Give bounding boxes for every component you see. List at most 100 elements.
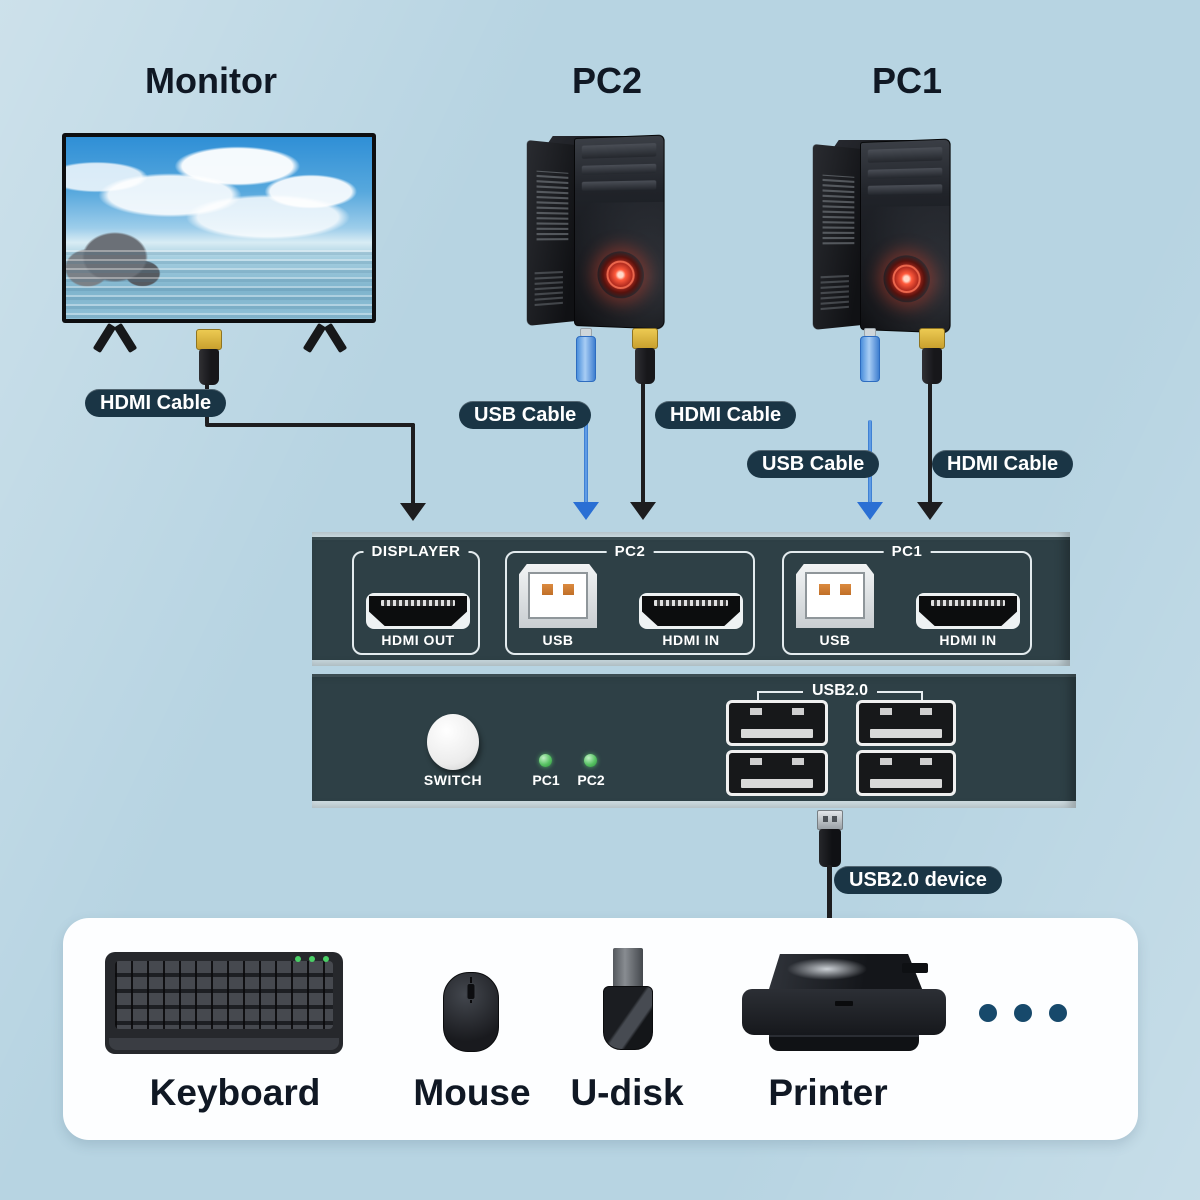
- hdmi-connector-icon: [631, 328, 659, 384]
- arrow-down-icon: [400, 503, 426, 521]
- displayer-group-title: DISPLAYER: [363, 543, 469, 560]
- monitor-illustration: [62, 133, 376, 323]
- pc1-usb-cable-label: USB Cable: [747, 450, 880, 478]
- usb-b-connector-icon: [574, 328, 598, 382]
- usb-b-pins: [541, 584, 575, 595]
- kvm-rear-panel: DISPLAYER HDMI OUT PC2 USB HDMI IN PC1 U…: [312, 532, 1070, 666]
- hdmi-port-pins: [931, 600, 1005, 606]
- usb-a-port: [726, 700, 828, 746]
- usb-b-opening: [528, 572, 588, 619]
- hdmi-plug-body: [199, 349, 219, 385]
- usb-plug-body: [860, 336, 880, 382]
- usb2-port-stack-right: [856, 700, 956, 796]
- printer-lid: [767, 954, 925, 994]
- switch-button: [427, 714, 479, 770]
- arrow-down-icon: [630, 502, 656, 520]
- monitor-left-foot: [92, 323, 138, 351]
- pc1-title: PC1: [871, 60, 943, 101]
- printer-body: [742, 963, 946, 1035]
- drive-bay: [867, 147, 943, 163]
- printer-tray: [769, 1035, 919, 1051]
- pc2-hdmi-cable-segment: [641, 382, 645, 504]
- usb2-bracket-line: [877, 691, 923, 693]
- hdmi-plug-body: [922, 348, 942, 384]
- keyboard-illustration: [105, 952, 343, 1054]
- pc1-hdmi-in-label: HDMI IN: [939, 632, 997, 648]
- mouse-illustration: [443, 972, 499, 1052]
- usb2-device-label: USB2.0 device: [834, 866, 1002, 894]
- pc2-usb-cable-segment: [584, 420, 588, 504]
- pc1-hdmi-cable-segment: [928, 382, 932, 504]
- usb2-bracket-line: [757, 691, 803, 693]
- printer-illustration: [742, 954, 946, 1058]
- keyboard-keys: [115, 961, 333, 1029]
- pc2-usb-b-port: [519, 564, 597, 628]
- keyboard-label: Keyboard: [149, 1072, 321, 1113]
- usb-a-connector-body: [819, 829, 841, 867]
- pc2-tower-illustration: [522, 134, 672, 330]
- pc1-port-group: PC1 USB HDMI IN: [782, 543, 1032, 655]
- hdmi-connector-icon: [195, 329, 223, 385]
- pc1-tower-illustration: [808, 138, 958, 334]
- pc2-led-icon: [584, 754, 597, 767]
- usb-a-connector-icon: [817, 810, 843, 830]
- hdmi-plug-tip: [196, 329, 222, 350]
- usb-device-cable-segment: [827, 865, 832, 920]
- pc-tower-front: [860, 138, 951, 334]
- pc2-title: PC2: [571, 60, 643, 101]
- usb2-bracket-tick: [757, 691, 759, 700]
- monitor-screen-sea: [66, 249, 372, 319]
- usb-b-opening: [805, 572, 865, 619]
- hdmi-connector-icon: [918, 328, 946, 384]
- udisk-connector: [613, 948, 643, 988]
- more-devices-dots-icon: [979, 1004, 997, 1022]
- arrow-down-icon: [917, 502, 943, 520]
- udisk-label: U-disk: [570, 1072, 684, 1113]
- monitor-hdmi-cable-segment: [205, 423, 415, 427]
- usb2-port-stack-left: [726, 700, 828, 796]
- pc2-hdmi-in-port: [639, 593, 743, 629]
- monitor-right-foot: [302, 323, 348, 351]
- hdmi-out-port: [366, 593, 470, 629]
- usb-b-pins: [818, 584, 852, 595]
- usb-b-connector-icon: [858, 328, 882, 382]
- printer-label: Printer: [768, 1072, 888, 1113]
- pc2-hdmi-in-label: HDMI IN: [662, 632, 720, 648]
- pc1-group-title: PC1: [883, 543, 931, 560]
- hdmi-port-opening: [369, 596, 467, 626]
- hdmi-out-label: HDMI OUT: [381, 632, 455, 648]
- hdmi-port-pins: [654, 600, 728, 606]
- pc2-usb-cable-label: USB Cable: [459, 401, 592, 429]
- monitor-title: Monitor: [145, 60, 277, 101]
- pc1-hdmi-cable-label: HDMI Cable: [932, 450, 1074, 478]
- pc1-led-icon: [539, 754, 552, 767]
- mouse-label: Mouse: [413, 1072, 531, 1113]
- keyboard-led-icons: [323, 956, 329, 962]
- drive-bay: [581, 143, 657, 159]
- hdmi-plug-tip: [632, 328, 658, 349]
- monitor-screen: [66, 137, 372, 319]
- arrow-down-icon: [573, 502, 599, 520]
- pc2-port-group: PC2 USB HDMI IN: [505, 543, 755, 655]
- usb-a-port: [856, 750, 956, 796]
- pc1-usb-label: USB: [819, 632, 851, 648]
- displayer-port-group: DISPLAYER HDMI OUT: [352, 543, 480, 655]
- pc1-hdmi-in-port: [916, 593, 1020, 629]
- drive-bay: [581, 180, 657, 191]
- usb2-bracket-tick: [921, 691, 923, 700]
- drive-bay: [867, 184, 943, 195]
- pc-tower-front: [574, 134, 665, 330]
- kvm-front-panel: SWITCH PC1 PC2 USB2.0: [312, 674, 1076, 808]
- hdmi-plug-tip: [919, 328, 945, 349]
- pc2-hdmi-cable-label: HDMI Cable: [655, 401, 797, 429]
- monitor-hdmi-cable-segment: [411, 423, 415, 505]
- hdmi-plug-body: [635, 348, 655, 384]
- pc1-usb-b-port: [796, 564, 874, 628]
- pc2-led-label: PC2: [577, 772, 605, 788]
- arrow-down-icon: [857, 502, 883, 520]
- hdmi-port-pins: [381, 600, 455, 606]
- red-fan-icon: [883, 255, 930, 303]
- switch-button-label: SWITCH: [423, 772, 483, 788]
- hdmi-port-opening: [919, 596, 1017, 626]
